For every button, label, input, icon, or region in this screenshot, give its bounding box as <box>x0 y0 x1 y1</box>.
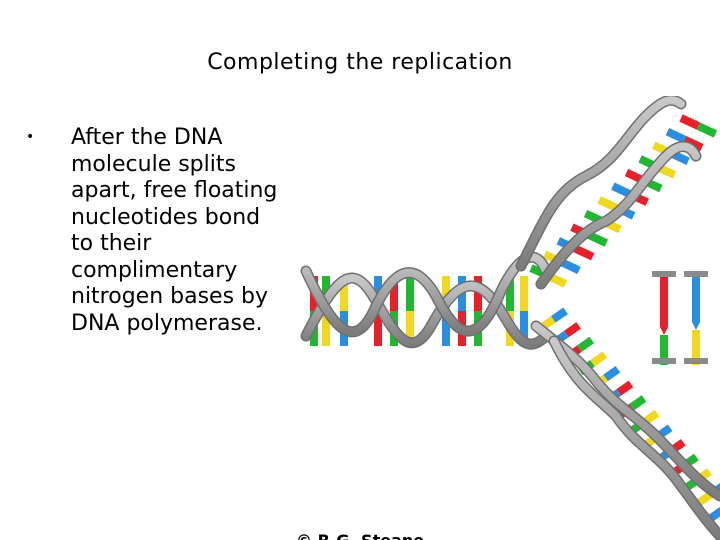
base-pair-segment <box>577 336 595 352</box>
base-pair-segment <box>560 258 581 275</box>
backbone-ribbons <box>300 96 720 540</box>
dna-illustration: © R.G. Steane <box>296 96 720 540</box>
base-pair-segment <box>616 380 634 396</box>
base-pair-segment <box>564 322 581 338</box>
base-pair-segment <box>573 245 595 261</box>
base-pair-segment <box>597 196 619 212</box>
base-pair-segment <box>642 409 660 425</box>
base-pair-segment <box>665 128 687 144</box>
base-pair-segment <box>679 114 700 130</box>
bullet-list: • After the DNA molecule splits apart, f… <box>24 125 304 337</box>
base-pair-segment <box>696 122 718 138</box>
base-pair-segment <box>682 136 704 152</box>
bullet-text: After the DNA molecule splits apart, fre… <box>71 125 278 336</box>
free-nucleotides <box>652 271 708 365</box>
base-pair-segment <box>708 506 720 522</box>
base-pair-segment <box>603 365 621 382</box>
base-pair-segment <box>590 351 608 367</box>
copyright-text: © R.G. Steane <box>296 531 424 540</box>
base-pair-segment <box>550 307 568 323</box>
slide-title: Completing the replication <box>207 50 513 75</box>
base-pair-segment <box>695 491 713 507</box>
base-pair-segment <box>611 182 632 198</box>
base-pair-segment <box>629 395 647 411</box>
dna-replication-figure: © R.G. Steane <box>296 96 720 540</box>
base-pair-segment <box>587 231 609 247</box>
bullet-dot: • <box>26 129 35 145</box>
